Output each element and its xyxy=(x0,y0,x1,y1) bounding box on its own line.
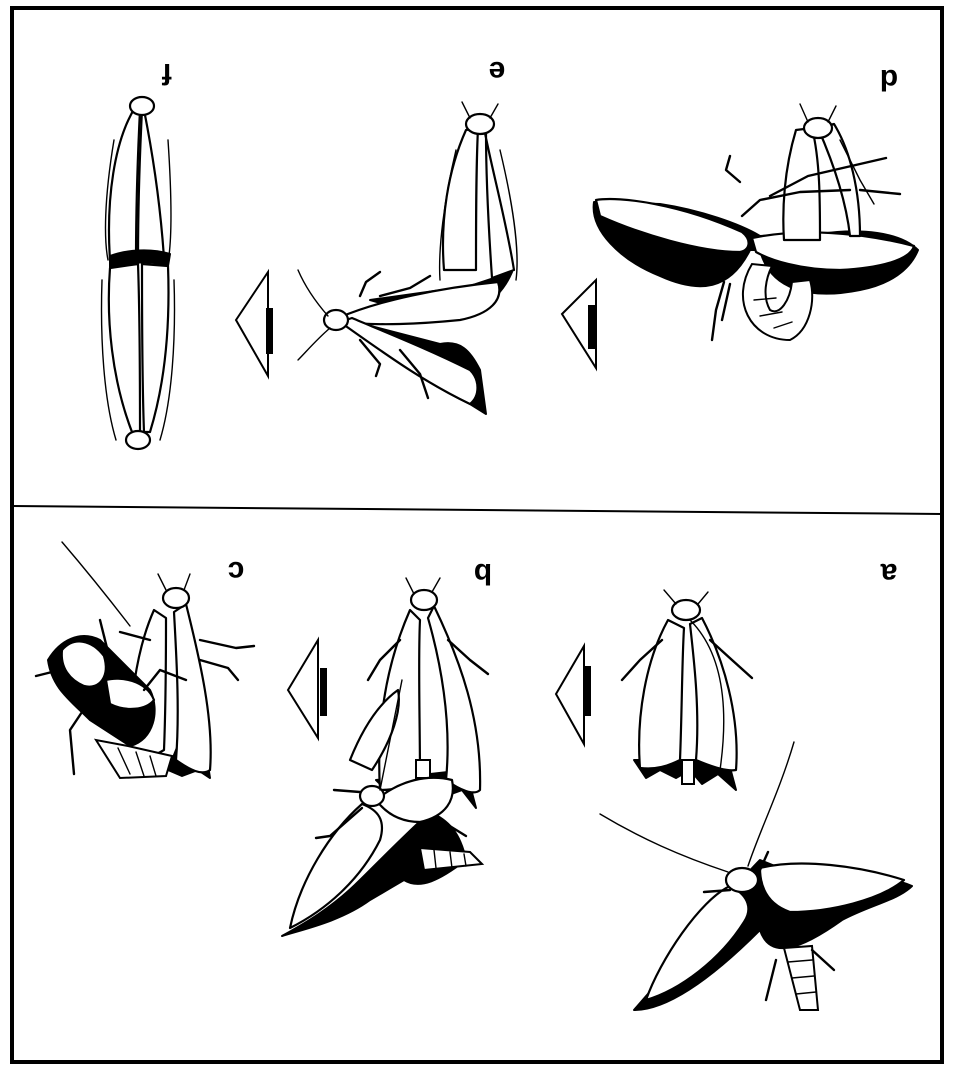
moth-resting-female-a xyxy=(622,590,752,790)
sequence-arrow-e-to-f xyxy=(236,272,273,376)
panel-label-c: c xyxy=(228,555,245,588)
moth-pair-copulation-linear-f xyxy=(102,97,175,449)
moth-pair-copulating-c xyxy=(36,542,254,778)
sequence-arrow-d-to-e xyxy=(562,280,596,368)
panel-divider xyxy=(12,506,942,514)
sequence-arrow-a-to-b xyxy=(556,646,591,744)
moth-pair-end-to-end-e xyxy=(298,102,517,414)
panel-label-f: f xyxy=(161,57,172,90)
panel-label-d: d xyxy=(880,63,898,96)
moth-pair-wings-spread-d xyxy=(594,104,918,340)
panel-label-e: e xyxy=(489,55,506,88)
panel-label-b: b xyxy=(474,557,492,590)
moth-pair-approach-b xyxy=(282,578,488,936)
moth-calling-male-a xyxy=(600,742,912,1010)
sequence-arrow-b-to-c xyxy=(288,640,327,738)
panel-label-a: a xyxy=(880,557,897,590)
